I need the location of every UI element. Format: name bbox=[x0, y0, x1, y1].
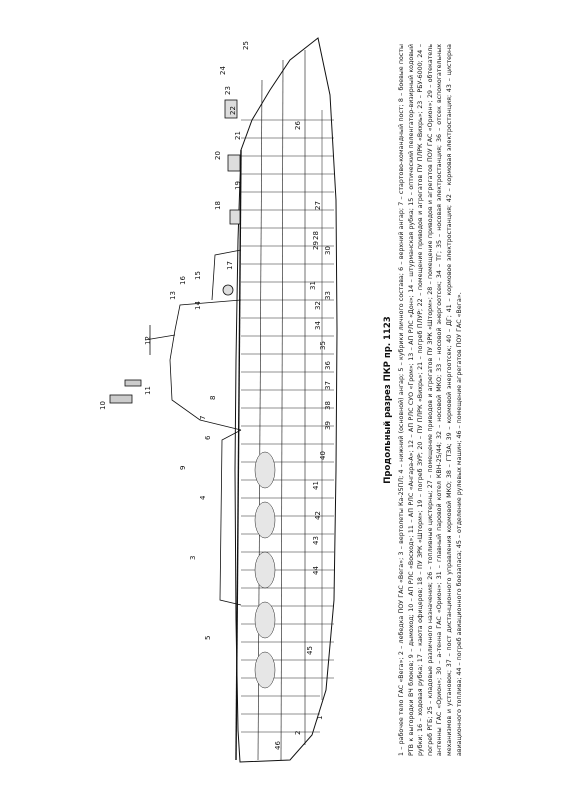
callout-label: 22 bbox=[229, 106, 237, 115]
callout-label: 16 bbox=[179, 276, 187, 285]
callout-label: 4 bbox=[199, 495, 207, 500]
superstructure-tower bbox=[169, 299, 242, 431]
radar-antenna-voskhod bbox=[109, 394, 133, 404]
callout-label: 39 bbox=[324, 421, 332, 430]
deck-line-2 bbox=[257, 79, 263, 761]
callout-label: 26 bbox=[294, 121, 302, 130]
callout-label: 10 bbox=[99, 401, 107, 410]
callout-label: 25 bbox=[242, 41, 250, 50]
callout-label: 36 bbox=[324, 361, 332, 370]
callout-label: 12 bbox=[144, 336, 152, 345]
callout-label: 6 bbox=[204, 435, 212, 440]
callout-label: 32 bbox=[314, 301, 322, 310]
ship-hull bbox=[234, 37, 338, 763]
callout-label: 15 bbox=[194, 271, 202, 280]
callout-label: 23 bbox=[224, 86, 232, 95]
hull-outline bbox=[234, 37, 338, 763]
callout-label: 35 bbox=[319, 341, 327, 350]
callout-label: 28 bbox=[312, 231, 320, 240]
callout-label: 42 bbox=[314, 511, 322, 520]
callout-label: 8 bbox=[209, 396, 217, 400]
callout-label: 30 bbox=[324, 246, 332, 255]
callout-label: 20 bbox=[214, 151, 222, 160]
callout-label: 19 bbox=[234, 181, 242, 190]
callout-label: 14 bbox=[194, 301, 202, 310]
callout-label: 44 bbox=[312, 566, 320, 575]
launcher-rbu bbox=[224, 99, 238, 119]
callout-label: 17 bbox=[226, 261, 234, 270]
superstructure-lower bbox=[211, 249, 242, 606]
callout-label: 1 bbox=[316, 716, 324, 720]
callout-label: 37 bbox=[324, 381, 332, 390]
radar-antenna-angara bbox=[124, 379, 142, 387]
diagram-title: Продольный разрез ПКР пр. 1123 bbox=[382, 316, 393, 484]
helicopter-shape bbox=[254, 451, 276, 489]
callout-label: 11 bbox=[144, 386, 152, 395]
callout-label: 27 bbox=[314, 201, 322, 210]
launcher-shtorm bbox=[229, 209, 241, 225]
caption-block: Продольный разрез ПКР пр. 1123 1 – рабоч… bbox=[383, 40, 464, 760]
callout-label: 45 bbox=[306, 646, 314, 655]
main-deck-line bbox=[235, 149, 242, 761]
helicopter-shape bbox=[254, 601, 276, 639]
launcher-vikhr bbox=[227, 154, 241, 172]
callout-label: 33 bbox=[324, 291, 332, 300]
radar-dome bbox=[222, 284, 234, 296]
callout-label: 24 bbox=[219, 66, 227, 75]
callout-label: 2 bbox=[294, 731, 302, 735]
callout-label: 13 bbox=[169, 291, 177, 300]
callout-numbers: 1234567891011121314151617181920212223242… bbox=[99, 41, 332, 750]
callout-label: 29 bbox=[312, 241, 320, 250]
hangar-helicopters bbox=[254, 451, 276, 689]
deck-line-3 bbox=[280, 59, 284, 761]
diagram-legend: 1 – рабочее тело ГАС «Вега»; 2 – лебедка… bbox=[397, 44, 463, 756]
callout-label: 3 bbox=[189, 556, 197, 560]
callout-label: 38 bbox=[324, 401, 332, 410]
callout-label: 40 bbox=[319, 451, 327, 460]
callout-label: 7 bbox=[199, 416, 207, 420]
helicopter-shape bbox=[254, 551, 276, 589]
superstructure bbox=[109, 99, 242, 606]
callout-label: 18 bbox=[214, 201, 222, 210]
callout-label: 41 bbox=[312, 481, 320, 490]
helicopter-shape bbox=[254, 501, 276, 539]
callout-label: 21 bbox=[234, 131, 242, 140]
callout-label: 43 bbox=[312, 536, 320, 545]
callout-label: 46 bbox=[274, 741, 282, 750]
callout-label: 31 bbox=[309, 281, 317, 290]
callout-label: 34 bbox=[314, 321, 322, 330]
callout-label: 5 bbox=[204, 636, 212, 640]
helicopter-shape bbox=[254, 651, 276, 689]
callout-label: 9 bbox=[179, 466, 187, 470]
bulkheads bbox=[241, 119, 334, 733]
